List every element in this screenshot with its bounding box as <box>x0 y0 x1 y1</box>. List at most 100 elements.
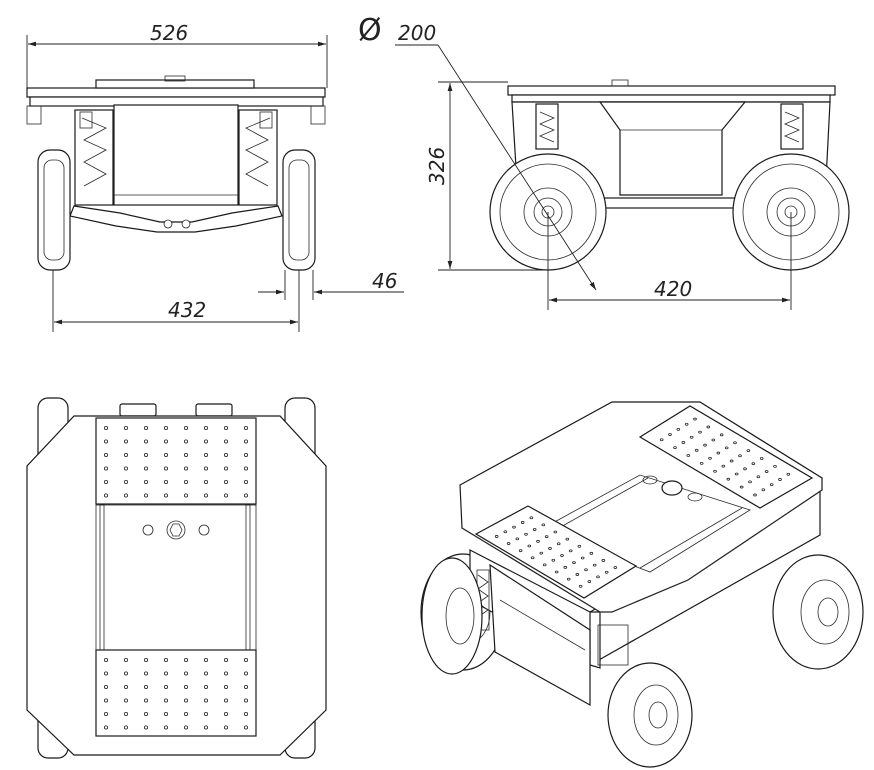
mounting-hole <box>163 493 168 498</box>
mounting-hole <box>203 452 208 457</box>
mounting-hole <box>104 452 109 457</box>
mounting-hole <box>713 469 717 473</box>
mounting-hole <box>527 544 532 548</box>
mounting-hole <box>726 477 731 481</box>
mounting-hole <box>143 725 148 730</box>
mounting-hole <box>532 528 537 531</box>
mounting-hole <box>203 479 208 484</box>
mounting-hole <box>243 466 248 471</box>
mounting-hole <box>124 425 129 430</box>
mounting-hole <box>124 698 129 703</box>
mounting-hole <box>124 493 129 498</box>
mounting-hole <box>163 439 168 444</box>
mounting-hole <box>686 454 691 457</box>
mounting-hole <box>773 464 777 468</box>
mounting-hole <box>243 685 248 690</box>
mounting-hole <box>124 452 129 457</box>
mounting-hole <box>536 539 540 543</box>
mounting-hole <box>124 685 129 690</box>
mounting-hole <box>734 472 739 476</box>
dim-wheel-diameter-label: 200 <box>398 21 436 45</box>
dim-track-width-label: 432 <box>168 298 206 322</box>
mounting-hole <box>243 712 248 717</box>
iso-wheel-front-right <box>607 662 693 768</box>
mounting-hole <box>659 438 664 442</box>
mounting-hole <box>163 452 168 457</box>
mounting-hole <box>693 417 697 421</box>
mounting-hole <box>694 448 699 452</box>
mounting-hole <box>746 449 751 453</box>
side-view <box>489 79 850 271</box>
dim-overall-width-label: 526 <box>150 21 188 45</box>
mounting-hole <box>769 483 774 487</box>
mounting-hole <box>124 479 129 484</box>
mounting-hole <box>163 725 168 730</box>
mounting-hole <box>751 462 756 466</box>
mounting-hole <box>243 439 248 444</box>
mounting-hole <box>568 549 573 553</box>
mounting-hole <box>512 525 516 529</box>
mounting-hole <box>563 565 568 569</box>
mounting-hole <box>183 493 188 498</box>
mounting-hole <box>719 433 724 437</box>
mounting-hole <box>183 685 188 690</box>
mounting-hole <box>743 467 747 471</box>
mounting-hole <box>143 698 148 703</box>
mounting-hole <box>542 563 547 567</box>
mounting-hole <box>566 577 571 581</box>
mounting-hole <box>143 658 148 663</box>
dim-wheel-width: 46 <box>258 269 404 300</box>
mounting-hole <box>698 430 702 434</box>
mounting-hole <box>223 466 228 471</box>
mounting-hole <box>223 712 228 717</box>
mounting-hole <box>223 698 228 703</box>
mounting-hole <box>163 671 168 676</box>
mounting-hole <box>554 570 559 574</box>
mounting-hole <box>673 446 677 450</box>
mounting-hole <box>577 544 582 548</box>
mounting-hole <box>739 485 744 489</box>
mounting-hole <box>604 570 609 574</box>
mounting-hole <box>163 425 168 430</box>
dim-diameter-symbol: Ø <box>358 13 382 48</box>
top-view-mounting-holes <box>104 425 248 730</box>
mounting-hole <box>761 488 766 492</box>
mounting-hole <box>124 712 129 717</box>
mounting-hole <box>203 712 208 717</box>
mounting-hole <box>223 439 228 444</box>
mounting-hole <box>243 698 248 703</box>
mounting-hole <box>565 537 570 541</box>
mounting-hole <box>580 556 585 560</box>
mounting-hole <box>759 457 764 460</box>
mounting-hole <box>503 530 508 534</box>
dim-wheelbase-label: 420 <box>654 277 692 301</box>
mounting-hole <box>520 521 525 524</box>
dim-height-label: 326 <box>425 147 449 185</box>
mounting-hole <box>163 698 168 703</box>
mounting-hole <box>699 461 704 465</box>
mounting-hole <box>104 479 109 484</box>
mounting-hole <box>529 516 534 520</box>
mounting-hole <box>223 479 228 484</box>
mounting-hole <box>733 441 737 445</box>
dim-height: 326 <box>425 81 548 271</box>
mounting-hole <box>541 523 546 527</box>
mounting-hole <box>684 422 689 426</box>
mounting-hole <box>764 470 769 473</box>
mounting-hole <box>786 472 791 476</box>
mounting-hole <box>163 658 168 663</box>
dim-wheelbase: 420 <box>547 212 792 310</box>
mounting-hole <box>592 563 597 567</box>
mounting-hole <box>183 452 188 457</box>
mounting-hole <box>223 658 228 663</box>
mounting-hole <box>729 459 734 463</box>
mounting-hole <box>524 532 528 536</box>
iso-wheel-front-left <box>421 557 483 675</box>
mounting-hole <box>756 475 761 479</box>
mounting-hole <box>183 671 188 676</box>
mounting-hole <box>124 439 129 444</box>
mounting-hole <box>163 466 168 471</box>
isometric-view <box>420 401 864 768</box>
mounting-hole <box>104 466 109 471</box>
